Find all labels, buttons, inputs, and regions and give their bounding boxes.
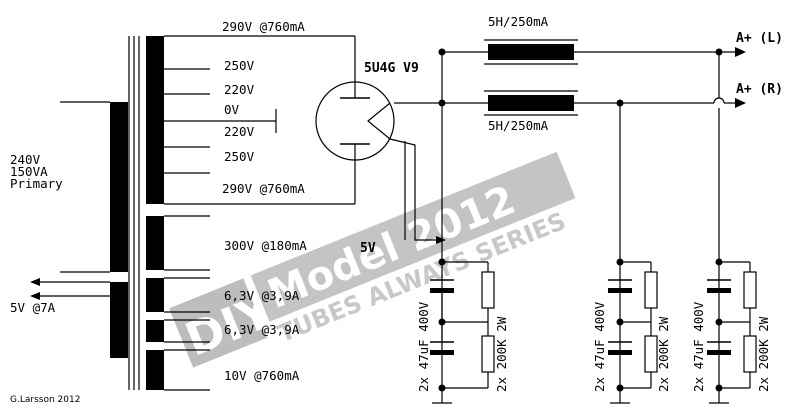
secondary-hv-winding: 290V @760mA 250V 220V 0V 220V 250V 290V …	[146, 19, 355, 205]
tap-250-top-label: 250V	[224, 58, 255, 73]
winding-bias: 300V @180mA	[146, 215, 307, 271]
tap-220-bot-label: 220V	[224, 124, 255, 139]
aux-label: 10V @760mA	[224, 368, 300, 383]
filament-label: 5V	[360, 241, 376, 256]
winding-bias-core	[146, 216, 164, 270]
watermark-badge	[169, 278, 268, 368]
heater-2-label: 6,3V @3,9A	[224, 322, 300, 337]
resistor-3a	[743, 271, 757, 309]
resistors-label-3: 2x 200K 2W	[756, 316, 771, 392]
arrow-right-icon	[436, 236, 446, 244]
filter-bank-2: 2x 47uF 400V 2x 200K 2W	[592, 103, 671, 404]
secondary-hv-core	[146, 36, 164, 204]
hv-bot-label: 290V @760mA	[222, 181, 305, 196]
filter-bank-3: 2x 47uF 400V 2x 200K 2W	[691, 52, 771, 404]
output-left-label: A+ (L)	[736, 31, 783, 46]
rectifier-tube: 5U4G V9 5V	[315, 36, 446, 256]
choke-right-label: 5H/250mA	[488, 118, 549, 133]
author-credit: G.Larsson 2012	[10, 395, 80, 405]
resistor-3b	[743, 335, 757, 373]
choke-left-label: 5H/250mA	[488, 14, 549, 29]
tube-label: 5U4G V9	[364, 61, 419, 76]
output-right-label: A+ (R)	[736, 82, 783, 97]
resistor-1b	[481, 335, 495, 373]
resistors-label-2: 2x 200K 2W	[656, 316, 671, 392]
caps-label-2: 2x 47uF 400V	[592, 301, 607, 392]
winding-5v: 5V @7A	[10, 278, 128, 358]
winding-heater-2: 6,3V @3,9A	[146, 319, 300, 343]
choke-right-core	[488, 95, 574, 111]
resistor-2a	[644, 271, 658, 309]
winding-aux-core	[146, 350, 164, 390]
hv-top-label: 290V @760mA	[222, 19, 305, 34]
tap-0v-label: 0V	[224, 102, 240, 117]
winding-5v-core	[110, 282, 128, 358]
filter-bank-1: 2x 47uF 400V 2x 200K 2W	[416, 258, 509, 404]
chokes: 5H/250mA 5H/250mA A+ (L) A+ (R)	[441, 14, 783, 403]
winding-heater-1: 6,3V @3,9A	[146, 277, 300, 313]
watermark-banner	[250, 151, 576, 322]
tap-220-top-label: 220V	[224, 82, 255, 97]
primary-winding	[110, 102, 128, 272]
resistor-1a	[481, 271, 495, 309]
transformer-core	[128, 36, 140, 390]
arrow-left-icon	[30, 278, 40, 286]
primary-rating: 150VA	[10, 164, 48, 179]
arrow-right-icon	[735, 98, 746, 108]
output-5v-label: 5V @7A	[10, 300, 56, 315]
transformer-primary: 240V 150VA Primary	[10, 101, 128, 273]
caps-label-3: 2x 47uF 400V	[691, 301, 706, 392]
caps-label-1: 2x 47uF 400V	[416, 301, 431, 392]
primary-label: Primary	[10, 176, 63, 191]
bias-label: 300V @180mA	[224, 238, 307, 253]
winding-heater-1-core	[146, 278, 164, 312]
primary-voltage: 240V	[10, 152, 41, 167]
arrow-right-icon	[735, 47, 746, 57]
tap-250-bot-label: 250V	[224, 149, 255, 164]
winding-heater-2-core	[146, 320, 164, 342]
arrow-left-icon	[30, 292, 40, 300]
choke-left-core	[488, 44, 574, 60]
resistors-label-1: 2x 200K 2W	[494, 316, 509, 392]
winding-aux: 10V @760mA	[146, 349, 300, 391]
heater-1-label: 6,3V @3,9A	[224, 288, 300, 303]
